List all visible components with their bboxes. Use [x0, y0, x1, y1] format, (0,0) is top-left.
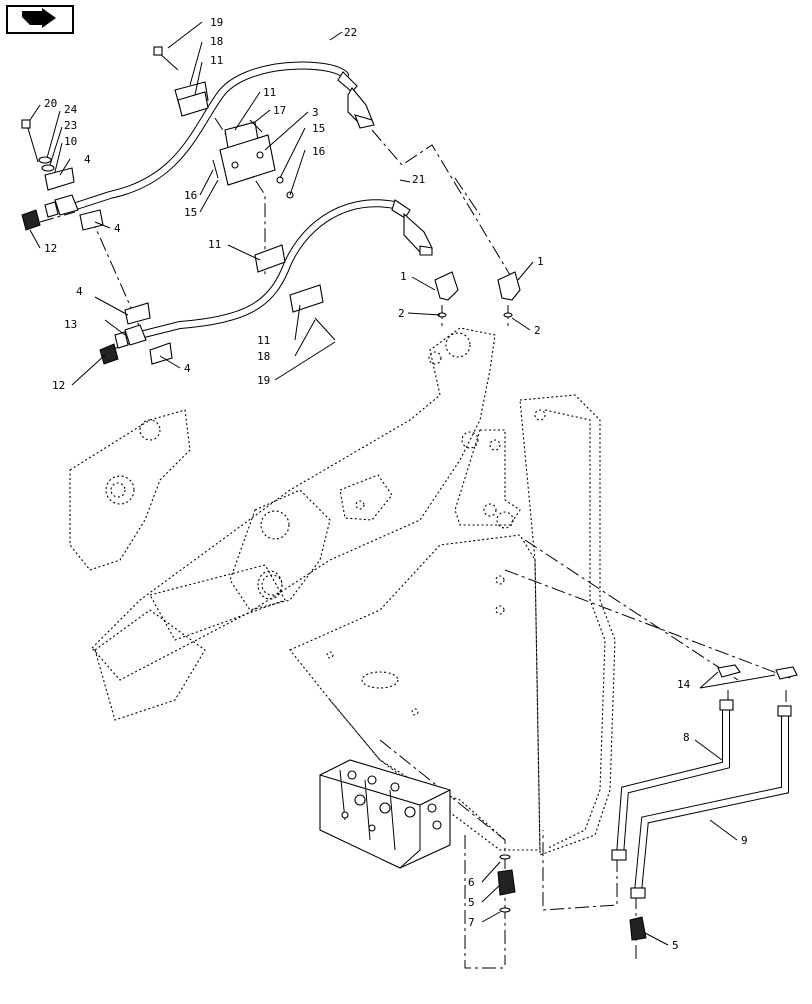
callout-8: 8	[683, 731, 690, 744]
hose-clamps	[44, 81, 324, 365]
callout-11-lower: 11	[208, 238, 221, 251]
hose-21	[136, 199, 433, 339]
callout-10: 10	[64, 135, 77, 148]
callout-15-right: 15	[312, 122, 325, 135]
callout-16-left: 16	[184, 189, 197, 202]
leader-lines	[29, 21, 776, 946]
callout-2-left: 2	[398, 307, 405, 320]
steel-tubes-8-9	[611, 699, 792, 899]
callout-13: 13	[64, 318, 77, 331]
callout-21: 21	[412, 173, 425, 186]
hose-22	[66, 61, 375, 212]
callout-11-bottom: 11	[257, 334, 270, 347]
callout-12-bottom: 12	[52, 379, 65, 392]
hose-end-fittings-left	[21, 194, 147, 365]
callout-3: 3	[312, 106, 319, 119]
callout-23: 23	[64, 119, 77, 132]
callout-9: 9	[741, 834, 748, 847]
callout-6: 6	[468, 876, 475, 889]
callout-2-right: 2	[534, 324, 541, 337]
callout-14: 14	[677, 678, 691, 691]
control-valve-block	[319, 759, 451, 869]
callout-5-tube: 5	[672, 939, 679, 952]
callout-18-bottom: 18	[257, 350, 270, 363]
callout-19-top: 19	[210, 16, 223, 29]
callout-20: 20	[44, 97, 57, 110]
callout-1-right: 1	[537, 255, 544, 268]
callout-4-mid: 4	[114, 222, 121, 235]
callout-11-mid: 11	[263, 86, 276, 99]
callout-22: 22	[344, 26, 357, 39]
callout-17: 17	[273, 104, 286, 117]
callout-labels: 19 18 11 22 20 24 23 10 4 11 17 3 15 16 …	[44, 16, 748, 952]
callout-7: 7	[468, 916, 475, 929]
bolts-and-nuts	[21, 46, 798, 941]
loader-arm-frame	[69, 327, 616, 856]
callout-18-top: 18	[210, 35, 223, 48]
callout-11-top: 11	[210, 54, 223, 67]
callout-4-upper: 4	[84, 153, 91, 166]
arrow-navigation-icon[interactable]	[6, 5, 74, 34]
callout-4-lower-right: 4	[184, 362, 191, 375]
callout-19-bottom: 19	[257, 374, 270, 387]
callout-16-right: 16	[312, 145, 325, 158]
callout-4-lower-left: 4	[76, 285, 83, 298]
callout-12-top: 12	[44, 242, 57, 255]
callout-15-left: 15	[184, 206, 197, 219]
callout-1-left: 1	[400, 270, 407, 283]
callout-24: 24	[64, 103, 78, 116]
callout-5-valve: 5	[468, 896, 475, 909]
